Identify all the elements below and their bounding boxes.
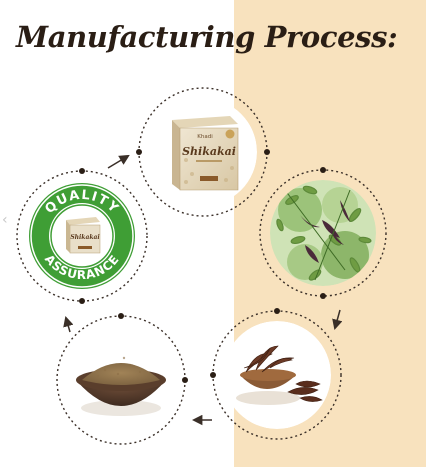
ring-dried-pods [210,308,342,440]
arrow-powder-to-quality [63,315,74,333]
dried-pods-image [223,321,331,429]
ring-shikakai-powder [56,313,188,445]
shikakai-plant-image [270,180,376,286]
shikakai-powder-image [66,325,176,435]
ring-shikakai-plant [259,167,387,299]
page-title: Manufacturing Process: [16,20,398,54]
ring-quality-assurance [16,168,148,304]
svg-text:Shikakai: Shikakai [182,145,236,158]
quality-assurance-badge: QUALITY ASSURANCE Shikakai [24,178,140,294]
qa-box-product-label: Shikakai [70,234,100,241]
arrow-quality-to-product [107,154,130,169]
chevron-left-icon[interactable]: ‹ [2,212,8,228]
arrow-plant-to-pods [332,309,343,331]
packaged-product-image: Khadi Shikakai [149,98,257,206]
ring-packaged-product [136,87,270,217]
svg-text:Khadi: Khadi [197,134,213,140]
